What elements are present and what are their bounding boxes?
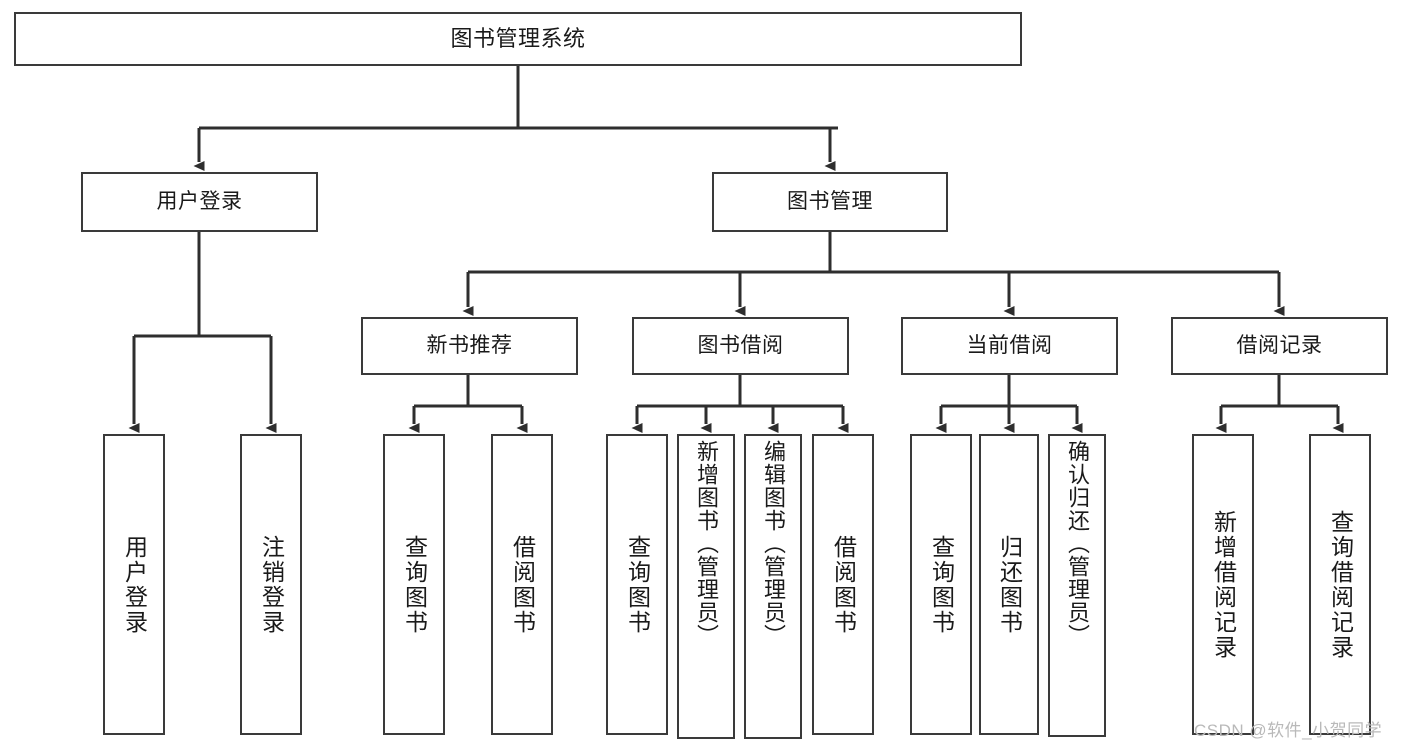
node-leaf-query-borrow-record[interactable]: 查询借阅记录 [1309,434,1371,735]
node-new-book-recommendation[interactable]: 新书推荐 [361,317,578,375]
node-leaf-return-book[interactable]: 归还图书 [979,434,1039,735]
node-leaf-logout[interactable]: 注销登录 [240,434,302,735]
node-label: 新增借阅记录 [1210,509,1237,660]
csdn-watermark: CSDN @软件_小贺同学 [1194,721,1383,740]
node-book-borrowing[interactable]: 图书借阅 [632,317,849,375]
node-label: 新书推荐 [426,333,513,357]
node-label: 查询借阅记录 [1327,509,1354,660]
node-label: 图书借阅 [697,333,784,357]
node-label: 当前借阅 [966,333,1053,357]
node-label: 用户登录 [121,534,148,635]
node-leaf-query-book-recommendation[interactable]: 查询图书 [383,434,445,735]
node-label: 图书管理 [787,189,873,213]
node-borrowing-record[interactable]: 借阅记录 [1171,317,1388,375]
node-label: 图书管理系统 [450,26,586,52]
node-root-book-management-system[interactable]: 图书管理系统 [14,12,1022,66]
node-leaf-add-borrow-record[interactable]: 新增借阅记录 [1192,434,1254,735]
node-label: 借阅记录 [1236,333,1323,357]
node-label: 注销登录 [258,534,285,635]
node-current-borrowing[interactable]: 当前借阅 [901,317,1118,375]
node-leaf-borrow-book-borrowing[interactable]: 借阅图书 [812,434,874,735]
node-leaf-query-book-current[interactable]: 查询图书 [910,434,972,735]
node-book-management[interactable]: 图书管理 [712,172,948,232]
node-label: 查询图书 [624,534,651,635]
node-leaf-query-book-borrowing[interactable]: 查询图书 [606,434,668,735]
node-user-login[interactable]: 用户登录 [81,172,318,232]
node-label: 查询图书 [401,534,428,635]
node-leaf-confirm-return-admin[interactable]: 确认归还（管理员） [1048,434,1106,737]
node-label: 查询图书 [928,534,955,635]
node-label: 编辑图书（管理员） [761,440,786,647]
node-label: 确认归还（管理员） [1065,440,1090,647]
node-label: 用户登录 [156,189,243,213]
node-leaf-borrow-book-recommendation[interactable]: 借阅图书 [491,434,553,735]
node-leaf-add-book-admin[interactable]: 新增图书（管理员） [677,434,735,739]
node-leaf-user-login[interactable]: 用户登录 [103,434,165,735]
node-label: 新增图书（管理员） [694,440,719,647]
node-label: 归还图书 [996,534,1023,635]
node-label: 借阅图书 [830,534,857,635]
node-label: 借阅图书 [509,534,536,635]
node-leaf-edit-book-admin[interactable]: 编辑图书（管理员） [744,434,802,739]
